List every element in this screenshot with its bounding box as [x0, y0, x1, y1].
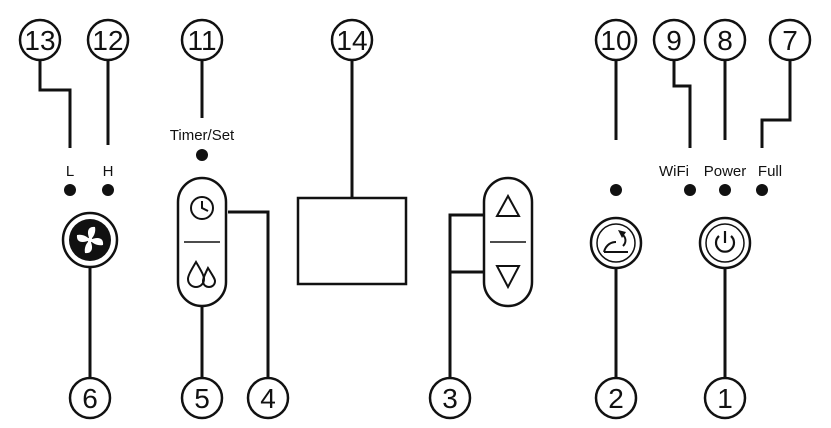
leader-4	[228, 210, 270, 378]
power-button[interactable]	[698, 216, 752, 270]
leader-9	[672, 60, 692, 148]
display-screen	[296, 196, 408, 286]
humidity-button[interactable]	[180, 246, 224, 302]
full-tank-indicator	[756, 184, 768, 196]
timer-button[interactable]	[180, 182, 224, 238]
arrow-up-icon	[495, 193, 521, 217]
callout-3-label: 3	[442, 383, 458, 414]
mode-indicator	[610, 184, 622, 196]
callout-1: 1	[703, 376, 747, 420]
callout-14-label: 14	[336, 25, 367, 56]
callout-13: 13	[18, 18, 62, 62]
clock-icon	[190, 196, 214, 220]
wifi-label: WiFi	[659, 163, 689, 180]
callout-4: 4	[246, 376, 290, 420]
callout-7-label: 7	[782, 25, 798, 56]
callout-11-label: 11	[187, 25, 216, 56]
callout-8: 8	[703, 18, 747, 62]
callout-12-label: 12	[92, 25, 123, 56]
callout-7: 7	[768, 18, 812, 62]
callout-8-label: 8	[717, 25, 733, 56]
low-speed-label: L	[66, 163, 74, 180]
callout-3: 3	[428, 376, 472, 420]
callout-1-label: 1	[717, 383, 733, 414]
high-speed-indicator	[102, 184, 114, 196]
callout-2: 2	[594, 376, 638, 420]
mode-button[interactable]	[589, 216, 643, 270]
timer-set-label: Timer/Set	[170, 127, 235, 144]
power-indicator	[719, 184, 731, 196]
up-down-pill	[482, 176, 534, 308]
water-drops-icon	[186, 260, 217, 289]
leader-13	[38, 60, 72, 148]
wifi-indicator	[684, 184, 696, 196]
fan-speed-button[interactable]	[61, 211, 119, 269]
callout-9: 9	[652, 18, 696, 62]
leader-7	[760, 60, 792, 148]
callout-4-label: 4	[260, 383, 276, 414]
power-label: Power	[704, 163, 747, 180]
callout-13-label: 13	[24, 25, 55, 56]
down-button[interactable]	[486, 246, 530, 302]
timer-set-indicator	[196, 149, 208, 161]
callout-6-label: 6	[82, 383, 98, 414]
low-speed-indicator	[64, 184, 76, 196]
callout-2-label: 2	[608, 383, 624, 414]
arrow-down-icon	[495, 265, 521, 290]
callout-5: 5	[180, 376, 224, 420]
callout-5-label: 5	[194, 383, 210, 414]
callout-9-label: 9	[666, 25, 682, 56]
leader-3	[448, 213, 484, 378]
callout-10-label: 10	[600, 25, 631, 56]
callout-12: 12	[86, 18, 130, 62]
up-button[interactable]	[486, 182, 530, 238]
callout-11: 11	[180, 18, 224, 62]
fan-icon	[76, 226, 104, 254]
high-speed-label: H	[103, 163, 114, 180]
callout-10: 10	[594, 18, 638, 62]
full-label: Full	[758, 163, 782, 180]
callout-14: 14	[330, 18, 374, 62]
power-icon	[714, 231, 736, 253]
callout-6: 6	[68, 376, 112, 420]
mode-icon	[603, 230, 628, 253]
